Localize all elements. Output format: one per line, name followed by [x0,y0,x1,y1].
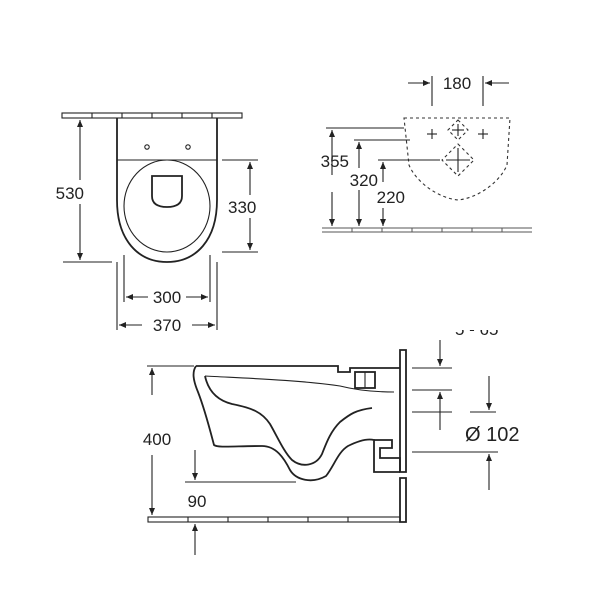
side-view-rim [204,375,395,393]
top-view-drain [151,175,183,208]
dim-355-label: 355 [321,152,349,171]
fixing-hole-right [185,144,191,150]
dim-400-label: 400 [143,430,171,449]
wall-view-dashed-outline [403,117,511,201]
side-view-wall [399,349,407,523]
top-view: 530 330 300 370 [56,112,258,335]
dim-330-label: 330 [228,198,256,217]
dim-220-label: 220 [377,188,405,207]
dim-320-label: 320 [350,171,378,190]
dim-370-label: 370 [153,316,181,335]
side-view: 5 - 65 400 90 [143,318,540,555]
top-view-bowl [123,159,211,253]
side-view-floor-strip [147,516,401,523]
fixing-hole-left [144,144,150,150]
dim-300-label: 300 [153,288,181,307]
dim-90-label: 90 [188,492,207,511]
fixing-cross-left [427,129,437,139]
wall-view: 180 355 320 220 [321,74,532,233]
side-view-outlet-fitting [374,439,401,472]
side-view-bowl-inner [204,375,373,466]
side-view-toilet-body [192,365,400,482]
dim-diameter-label: Ø 102 [465,424,519,446]
fixing-cross-right [478,129,488,139]
top-view-outer-outline [116,118,218,263]
dim-530-label: 530 [56,184,84,203]
dim-180-label: 180 [443,74,471,93]
